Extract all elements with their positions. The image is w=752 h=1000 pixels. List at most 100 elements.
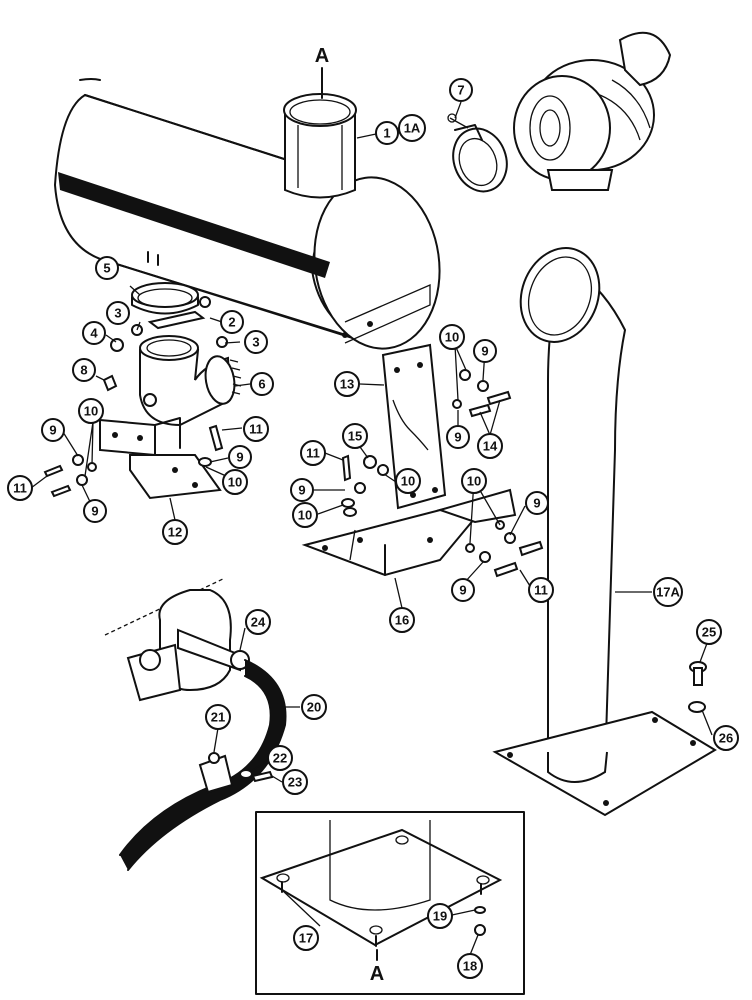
svg-text:23: 23	[288, 775, 302, 790]
detail-view-a	[255, 811, 525, 995]
svg-text:8: 8	[80, 363, 87, 378]
callout-10: 10	[292, 502, 318, 528]
svg-text:9: 9	[533, 496, 540, 511]
callout-9: 9	[473, 339, 497, 363]
callout-19: 19	[427, 903, 453, 929]
bracket-12	[99, 417, 222, 500]
svg-text:4: 4	[90, 326, 98, 341]
muffler	[53, 78, 441, 350]
callout-14: 14	[477, 433, 503, 459]
svg-text:18: 18	[463, 959, 477, 974]
svg-text:2: 2	[228, 315, 235, 330]
svg-text:15: 15	[348, 429, 362, 444]
engine-and-hose	[104, 577, 287, 871]
outlet-pipe	[283, 67, 357, 199]
svg-text:10: 10	[401, 474, 415, 489]
callout-13: 13	[334, 371, 360, 397]
callout-26: 26	[713, 725, 739, 751]
svg-text:11: 11	[306, 446, 320, 461]
callout-10: 10	[395, 468, 421, 494]
bracket-13	[381, 343, 447, 510]
svg-text:9: 9	[454, 430, 461, 445]
callout-16: 16	[389, 607, 415, 633]
callout-5: 5	[95, 256, 119, 280]
bracket-16	[301, 488, 517, 577]
svg-text:14: 14	[483, 439, 498, 454]
svg-text:17A: 17A	[656, 585, 680, 600]
svg-text:9: 9	[298, 483, 305, 498]
callout-7: 7	[449, 78, 473, 102]
svg-text:20: 20	[307, 700, 321, 715]
exhaust-stack	[492, 247, 717, 817]
bracket-13-hardware	[452, 369, 512, 418]
callout-3: 3	[244, 330, 268, 354]
svg-text:11: 11	[13, 481, 27, 496]
callout-1a: 1A	[398, 114, 426, 142]
svg-text:24: 24	[251, 615, 266, 630]
svg-text:9: 9	[91, 504, 98, 519]
svg-text:9: 9	[481, 344, 488, 359]
callout-4: 4	[82, 321, 106, 345]
svg-text:3: 3	[252, 335, 259, 350]
svg-text:26: 26	[719, 731, 733, 746]
callout-10: 10	[461, 468, 487, 494]
callouts: 1 1A 2 3 3 4 5 6 7 8 9 9 9 9 9 9 9 9 10 …	[7, 78, 739, 979]
stack-hardware	[688, 661, 707, 713]
view-label-top: A	[315, 45, 329, 67]
svg-text:5: 5	[103, 261, 110, 276]
svg-text:19: 19	[433, 909, 447, 924]
callout-6: 6	[250, 372, 274, 396]
callout-21: 21	[205, 704, 231, 730]
svg-text:10: 10	[445, 330, 459, 345]
callout-11: 11	[243, 416, 269, 442]
svg-text:22: 22	[273, 751, 287, 766]
callout-23: 23	[282, 769, 308, 795]
callout-9: 9	[41, 418, 65, 442]
svg-text:10: 10	[467, 474, 481, 489]
svg-text:9: 9	[459, 583, 466, 598]
svg-text:3: 3	[114, 306, 121, 321]
callout-3: 3	[106, 301, 130, 325]
callout-17a: 17A	[653, 577, 683, 607]
callout-9: 9	[83, 499, 107, 523]
svg-text:21: 21	[211, 710, 225, 725]
callout-2: 2	[220, 310, 244, 334]
callout-1: 1	[375, 121, 399, 145]
svg-text:13: 13	[340, 377, 354, 392]
svg-text:1: 1	[383, 126, 390, 141]
svg-text:9: 9	[49, 423, 56, 438]
callout-22: 22	[267, 745, 293, 771]
view-label-bottom: A	[370, 963, 384, 985]
callout-9: 9	[525, 491, 549, 515]
callout-12: 12	[162, 519, 188, 545]
callout-11: 11	[528, 577, 554, 603]
svg-text:7: 7	[457, 83, 464, 98]
callout-11: 11	[7, 475, 33, 501]
svg-text:10: 10	[84, 404, 98, 419]
svg-text:11: 11	[249, 422, 263, 437]
callout-18: 18	[457, 953, 483, 979]
svg-text:10: 10	[298, 508, 312, 523]
turbocharger	[513, 31, 672, 191]
svg-text:9: 9	[236, 450, 243, 465]
callout-8: 8	[72, 358, 96, 382]
callout-9: 9	[451, 578, 475, 602]
callout-9: 9	[290, 478, 314, 502]
callout-9: 9	[446, 425, 470, 449]
callout-10: 10	[222, 469, 248, 495]
bracket-12-hardware	[43, 424, 224, 498]
svg-text:11: 11	[534, 583, 548, 598]
callout-10: 10	[439, 324, 465, 350]
svg-text:16: 16	[395, 613, 409, 628]
svg-text:17: 17	[299, 931, 313, 946]
v-band-clamp	[447, 113, 508, 193]
svg-text:10: 10	[228, 475, 242, 490]
callout-24: 24	[245, 609, 271, 635]
callout-20: 20	[301, 694, 327, 720]
clamp-and-elbow	[131, 282, 242, 427]
bracket-16-hardware	[341, 454, 544, 578]
callout-11: 11	[300, 440, 326, 466]
callout-15: 15	[342, 423, 368, 449]
callout-9: 9	[228, 445, 252, 469]
callout-10: 10	[78, 398, 104, 424]
